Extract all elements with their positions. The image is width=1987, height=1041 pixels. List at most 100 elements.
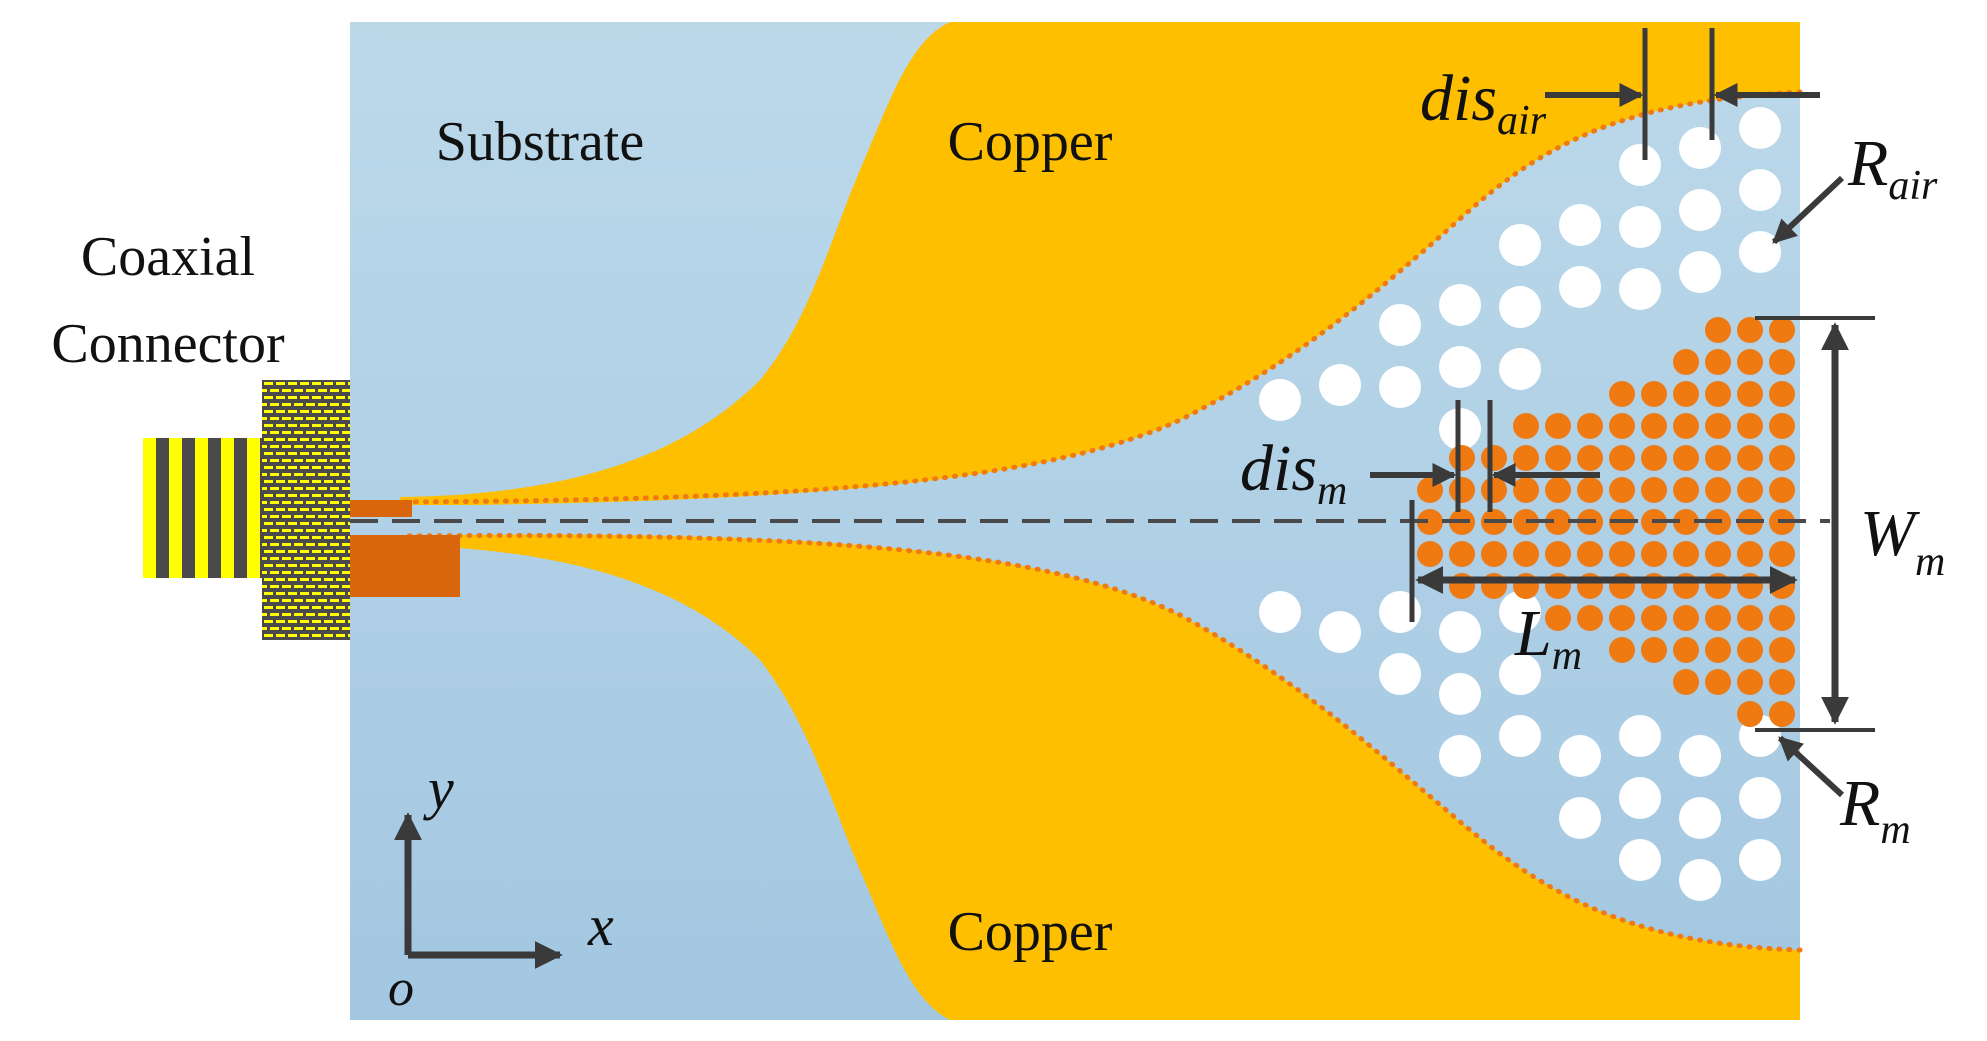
metal-particle [1769,349,1795,375]
metal-particle [1449,477,1475,503]
feed-top-strip [350,500,412,517]
metal-particle [1737,669,1763,695]
feed-bottom-block [350,535,460,597]
coax-connector-body [262,380,350,640]
air-hole [1559,204,1601,246]
dis-air-label: disair [1420,62,1547,144]
dis-air-main: dis [1420,62,1497,135]
metal-particle [1545,541,1571,567]
metal-particle [1609,637,1635,663]
metal-particle [1769,477,1795,503]
dis-m-main: dis [1240,432,1317,505]
air-hole [1259,379,1301,421]
w-m-sub: m [1915,539,1945,585]
metal-particle [1705,413,1731,439]
air-hole [1319,611,1361,653]
metal-particle [1673,349,1699,375]
metal-particle [1737,445,1763,471]
metal-particle [1705,669,1731,695]
metal-particle [1737,317,1763,343]
air-hole [1739,839,1781,881]
x-axis-label: x [587,893,614,958]
metal-particle [1641,637,1667,663]
metal-particle [1673,413,1699,439]
metal-particle [1705,381,1731,407]
copper-top-label: Copper [948,111,1113,173]
air-hole-array [1259,107,1781,901]
metal-particle [1705,541,1731,567]
metal-particle [1481,445,1507,471]
air-hole [1559,266,1601,308]
metal-particle [1705,317,1731,343]
origin-label: o [388,960,414,1017]
metal-particle [1577,445,1603,471]
metal-particle [1545,509,1571,535]
metal-particle [1641,541,1667,567]
metal-particle [1737,605,1763,631]
metal-particle [1769,605,1795,631]
dis-air-sub: air [1497,98,1547,144]
metal-particle [1705,477,1731,503]
metal-particle [1577,477,1603,503]
metal-particle [1417,509,1443,535]
l-m-main: L [1514,597,1552,670]
air-hole [1619,206,1661,248]
air-hole [1619,268,1661,310]
r-air-sub: air [1888,163,1938,209]
metal-particle [1769,701,1795,727]
metal-particle [1609,381,1635,407]
copper-bottom-label: Copper [948,901,1113,963]
metal-particle [1673,509,1699,535]
r-air-label: Rair [1847,127,1938,209]
air-hole [1499,653,1541,695]
air-hole [1739,777,1781,819]
w-m-main: W [1860,497,1920,570]
air-hole [1739,231,1781,273]
metal-particle [1769,445,1795,471]
metal-particle [1737,637,1763,663]
metal-particle [1513,477,1539,503]
air-hole [1499,286,1541,328]
air-hole [1379,653,1421,695]
metal-particle [1449,445,1475,471]
metal-particle [1609,605,1635,631]
r-m-sub: m [1880,807,1910,853]
metal-particle [1737,413,1763,439]
copper-top-region [400,22,1800,505]
air-hole [1679,859,1721,901]
r-m-main: R [1839,767,1880,840]
metal-particle [1513,541,1539,567]
air-hole [1679,189,1721,231]
air-hole [1379,366,1421,408]
metal-particle [1609,413,1635,439]
metal-particle [1641,477,1667,503]
air-hole [1619,777,1661,819]
metal-particle [1673,605,1699,631]
metal-particle [1673,477,1699,503]
l-m-label: Lm [1514,597,1582,679]
copper-bottom-region [400,534,1800,1020]
coaxial-label-line2: Connector [51,313,285,375]
metal-particle [1769,637,1795,663]
w-m-label: Wm [1860,497,1945,585]
metal-particle [1449,541,1475,567]
metal-particle [1705,349,1731,375]
air-hole [1559,735,1601,777]
metal-particle [1705,445,1731,471]
air-hole [1499,715,1541,757]
metal-particle [1513,413,1539,439]
air-hole [1439,346,1481,388]
top-dotted-boundary [397,89,1803,505]
metal-particle [1481,541,1507,567]
metal-particle [1577,413,1603,439]
metal-particle [1545,413,1571,439]
metal-particle [1705,637,1731,663]
air-hole [1619,715,1661,757]
metal-particle [1417,541,1443,567]
metal-particle [1737,541,1763,567]
air-hole [1679,797,1721,839]
metal-particle [1609,541,1635,567]
metal-particle [1737,349,1763,375]
r-m-label: Rm [1839,767,1911,853]
metal-particle [1705,605,1731,631]
